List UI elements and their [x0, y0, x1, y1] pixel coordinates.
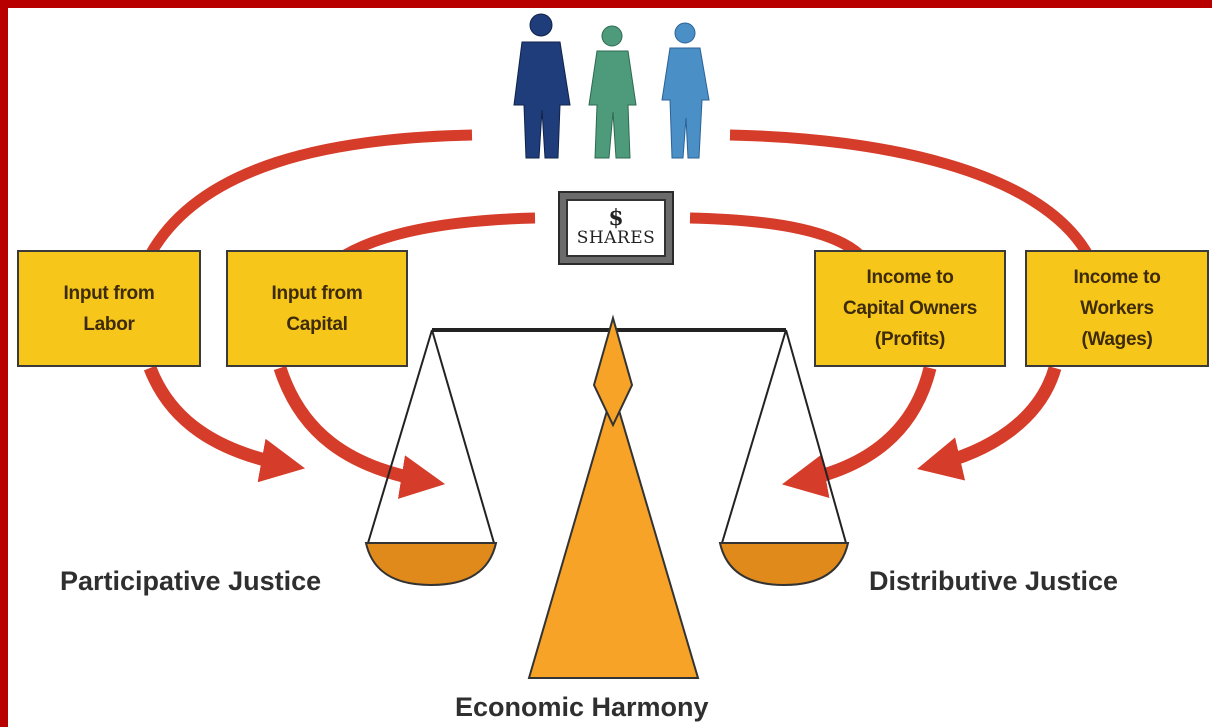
arrow-capital-to-pan — [273, 365, 446, 499]
input-from-labor-box: Input from Labor — [17, 250, 201, 367]
participative-justice-label: Participative Justice — [60, 566, 322, 596]
income-to-capital-owners-box: Income to Capital Owners (Profits) — [814, 250, 1006, 367]
arrow-shares-to-profits — [689, 212, 864, 260]
person-blue-icon — [661, 22, 710, 159]
shares-sign-face: $ SHARES — [566, 199, 666, 257]
person-green-icon — [588, 25, 637, 159]
arrow-people-to-labor — [145, 129, 473, 258]
input-from-capital-box: Input from Capital — [226, 250, 408, 367]
arrow-people-to-wages — [729, 129, 1093, 258]
shares-sign: $ SHARES — [558, 191, 674, 265]
economic-harmony-label: Economic Harmony — [455, 692, 709, 722]
income-to-workers-box: Income to Workers (Wages) — [1025, 250, 1209, 367]
dollar-sign-icon: $ — [608, 205, 624, 231]
arrow-shares-to-capital — [342, 212, 536, 260]
shares-text: SHARES — [576, 228, 656, 248]
balance-scale — [364, 314, 850, 679]
arrow-labor-to-pan — [143, 365, 306, 483]
distributive-justice-label: Distributive Justice — [869, 566, 1119, 596]
person-navy-icon — [513, 13, 571, 159]
arrow-profits-to-pan — [781, 366, 937, 499]
arrow-wages-to-pan — [917, 366, 1062, 481]
